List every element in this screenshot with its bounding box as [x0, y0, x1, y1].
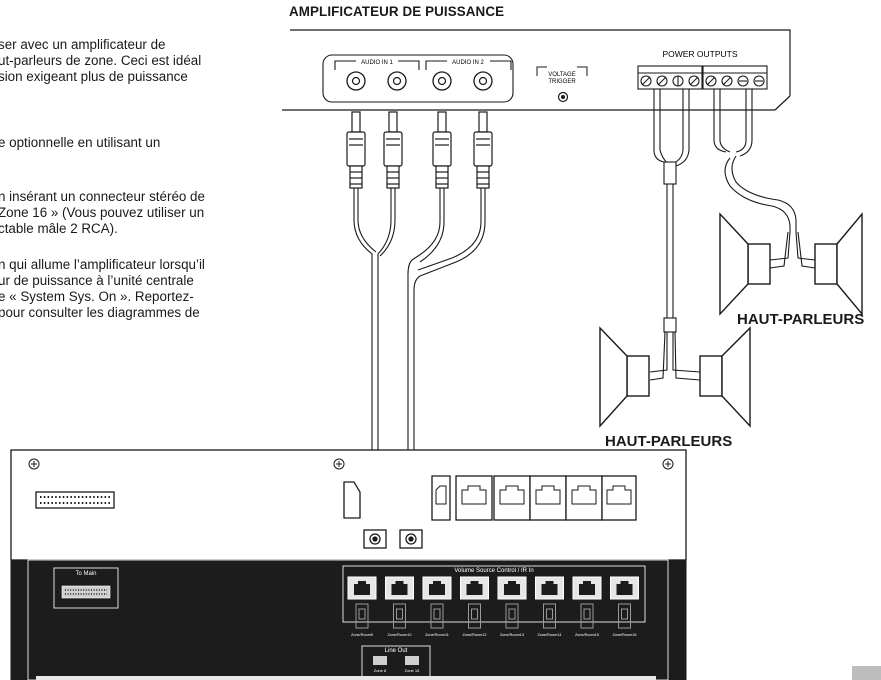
zone-keystone [430, 603, 444, 629]
rca-plug [473, 111, 493, 189]
rca-jack [346, 71, 366, 91]
zone-keystone [618, 603, 631, 629]
rca-plug [432, 111, 452, 189]
intro-line: n qui allume l’amplificateur lorsqu’il [0, 257, 205, 272]
rca-jack [473, 71, 493, 91]
zone-keystone [393, 603, 406, 629]
rj45-port [422, 576, 452, 600]
speaker-right-pair [719, 212, 863, 316]
line-out-label: Line Out [385, 648, 408, 654]
rca-jacks [346, 71, 493, 91]
intro-line: ut-parleurs de zone. Ceci est idéal [0, 53, 202, 68]
speaker [719, 212, 771, 316]
rca-jack [432, 71, 452, 91]
zone-keystone [580, 603, 594, 629]
page-tab [852, 666, 881, 680]
zone-label: Zone/Room13 [500, 633, 524, 637]
zone-label: Zone/Room10 [387, 633, 411, 637]
power-outputs-terminal [637, 65, 768, 90]
intro-line: Zone 16 » (Vous pouvez utiliser un [0, 205, 205, 220]
rca-plugs [346, 111, 493, 189]
intro-line: n insérant un connecteur stéréo de [0, 189, 205, 204]
zone-label: Zone/Room9 [351, 633, 373, 637]
intro-line: ser avec un amplificateur de [0, 37, 166, 52]
rj45-port [535, 576, 564, 600]
line-out-zone: Zone 16 [405, 668, 420, 673]
voltage-trigger [536, 66, 588, 103]
intro-line: ctable mâle 2 RCA). [0, 221, 118, 236]
zone-label: Zone/Room16 [612, 633, 636, 637]
intro-line: pour consulter les diagrammes de [0, 305, 200, 320]
y-cables [353, 188, 486, 470]
audio-in-2-label: AUDIO IN 2 [452, 60, 484, 66]
rca-jack [387, 71, 407, 91]
speakers-label-bottom: HAUT-PARLEURS [605, 433, 733, 450]
speaker [599, 326, 650, 428]
audio-in-1-label: AUDIO IN 1 [361, 60, 393, 66]
amplifier-title: AMPLIFICATEUR DE PUISSANCE [289, 4, 505, 19]
voltage-label-2: TRIGGER [548, 79, 576, 85]
intro-line: ur de puissance à l’unité centrale [0, 273, 194, 288]
zone-label: Zone/Room11 [425, 633, 449, 637]
rj45-port [347, 576, 377, 600]
zone-label: Zone/Room14 [537, 633, 561, 637]
amplifier-panel [282, 29, 791, 111]
speakers-label-right: HAUT-PARLEURS [737, 311, 865, 328]
line-out-zone: Zone 8 [374, 668, 387, 673]
rj45-ports [431, 475, 637, 521]
rj45-port [572, 576, 602, 600]
rj45-port [460, 576, 489, 600]
volume-source-label: Volume Source Control / IR In [454, 568, 533, 574]
zone-keystone [355, 603, 369, 629]
central-unit-top [10, 449, 687, 561]
zone-label: Zone/Room12 [462, 633, 486, 637]
intro-line: sion exigeant plus de puissance [0, 69, 188, 84]
rj45-port [497, 576, 527, 600]
zone-keystone [505, 603, 519, 629]
to-main-label: To Main [75, 571, 96, 577]
zone-keystones [355, 603, 631, 629]
zone-label: Zone/Room15 [575, 633, 599, 637]
zone-labels: Zone/Room9 Zone/Room10 Zone/Room11 Zone/Roo… [351, 633, 637, 637]
rca-plug [383, 111, 403, 189]
voltage-label-1: VOLTAGE [548, 72, 575, 78]
power-outputs-label: POWER OUTPUTS [662, 49, 737, 59]
speaker [814, 212, 863, 316]
speaker-bottom-pair [599, 326, 751, 428]
speaker-wires [649, 89, 816, 381]
zone-keystone [543, 603, 556, 629]
rj45-port [610, 576, 639, 600]
audio-in-frame [322, 54, 514, 103]
rj45-port [385, 576, 414, 600]
zone-keystone [468, 603, 481, 629]
intro-line: e « System Sys. On ». Reportez- [0, 289, 194, 304]
speaker [699, 326, 751, 428]
volume-source-ports [347, 576, 639, 600]
intro-line: e optionnelle en utilisant un [0, 135, 161, 150]
rca-plug [346, 111, 366, 189]
